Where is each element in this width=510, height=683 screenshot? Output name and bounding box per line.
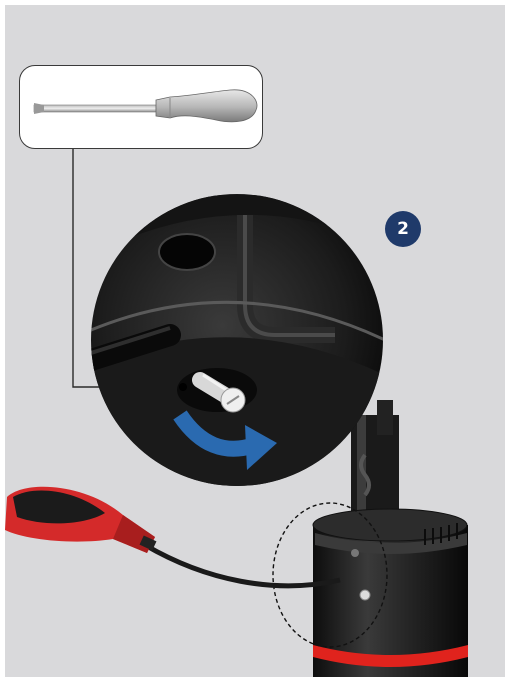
screwdriver-icon [33, 89, 258, 123]
housing-hole [351, 549, 359, 557]
connector-dot [179, 383, 187, 391]
tool-callout-box [19, 65, 263, 149]
cable [143, 542, 341, 589]
red-probe-handle [5, 486, 157, 553]
step-number-badge: 2 [385, 211, 421, 247]
illustration-panel: 2 [5, 5, 505, 677]
rotate-arrow-icon [173, 410, 277, 470]
zoom-screw [192, 372, 246, 413]
housing-screw [359, 589, 371, 601]
zoom-detail [91, 194, 383, 486]
detail-highlight-circle [272, 502, 388, 648]
illustration-canvas [5, 144, 468, 677]
device-housing [312, 508, 468, 677]
